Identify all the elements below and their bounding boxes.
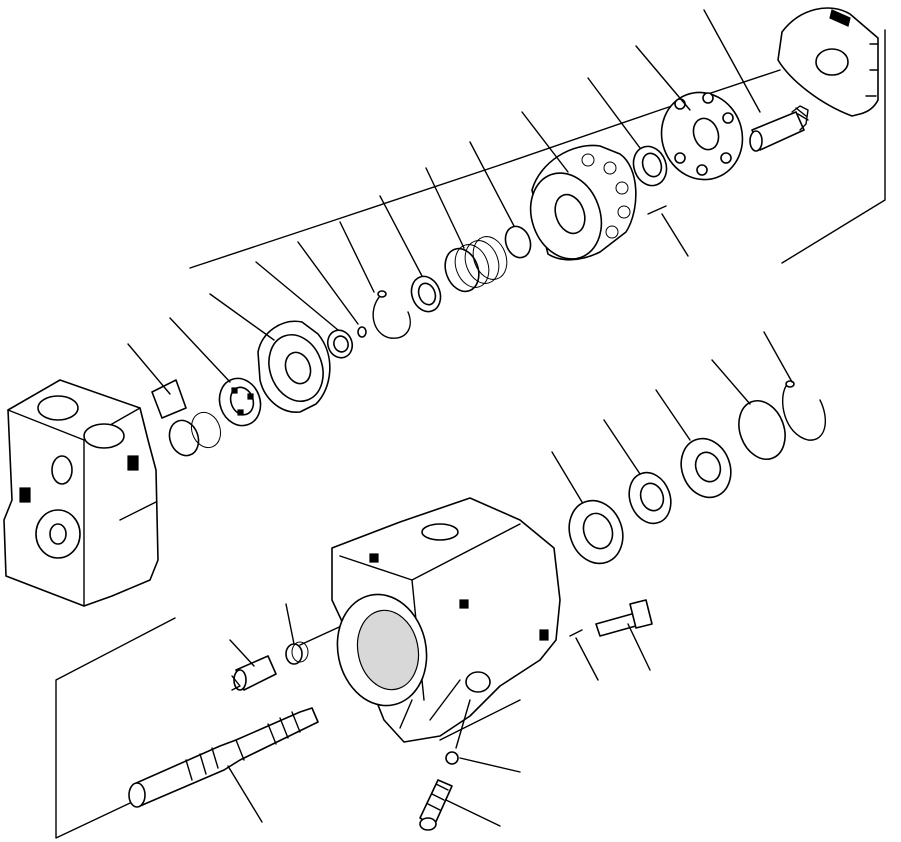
leader-line <box>711 359 751 405</box>
leader-line <box>703 9 761 113</box>
leader-line <box>551 451 583 503</box>
shim-set <box>151 379 222 457</box>
leader-line <box>655 389 691 441</box>
thrust-washer <box>504 225 532 259</box>
small-bearing <box>632 145 668 187</box>
leader-line <box>627 623 651 671</box>
leader-line <box>339 221 375 293</box>
leader-line <box>399 699 413 729</box>
valve-plate <box>660 91 744 181</box>
leader-line <box>209 293 275 341</box>
snap-ring-right-eye <box>785 380 795 388</box>
roller-bearing-right <box>568 499 624 565</box>
cylinder-block <box>529 144 637 261</box>
leader-line <box>521 111 569 173</box>
snap-ring-right <box>782 385 827 441</box>
leader-line <box>455 699 471 749</box>
leader-line <box>285 603 295 645</box>
check-ball <box>445 751 459 765</box>
leader-line <box>459 757 521 773</box>
leader-line <box>469 141 515 227</box>
seal-retainer <box>680 437 732 499</box>
small-plug <box>569 629 583 637</box>
leader-line <box>445 799 501 827</box>
o-ring-right <box>738 400 786 460</box>
leader-line <box>635 45 691 111</box>
leader-line <box>297 241 359 325</box>
snap-ring-eye <box>377 290 387 298</box>
leader-line <box>603 419 641 475</box>
leader-line <box>255 261 339 331</box>
leader-line <box>227 765 263 823</box>
leader-lines <box>127 9 793 827</box>
snap-ring-upper <box>372 295 411 339</box>
swash-plate <box>257 320 331 413</box>
control-pin <box>749 105 809 152</box>
leader-line <box>127 343 171 395</box>
leader-line <box>575 637 599 681</box>
leader-line <box>379 195 423 277</box>
nipple-fitting <box>595 599 653 637</box>
leader-line <box>587 77 641 149</box>
oil-seal <box>326 329 354 359</box>
pump-housing <box>331 497 561 743</box>
leader-line <box>763 331 793 383</box>
valve-block <box>3 379 159 607</box>
plunger <box>231 655 277 691</box>
dowel-pin <box>647 205 667 215</box>
leader-line <box>425 167 465 249</box>
bottom-plug <box>419 779 453 831</box>
end-cover <box>777 7 879 117</box>
leader-line <box>661 213 689 257</box>
retaining-ring-small <box>357 326 367 338</box>
roller-bearing-left <box>218 377 262 427</box>
drive-shaft <box>128 707 319 808</box>
spring-washer <box>410 275 442 313</box>
retainer-bearing <box>628 471 672 525</box>
spring-small <box>285 641 309 665</box>
coil-spring <box>444 236 508 293</box>
leader-line <box>169 317 231 383</box>
leader-line <box>229 639 255 667</box>
